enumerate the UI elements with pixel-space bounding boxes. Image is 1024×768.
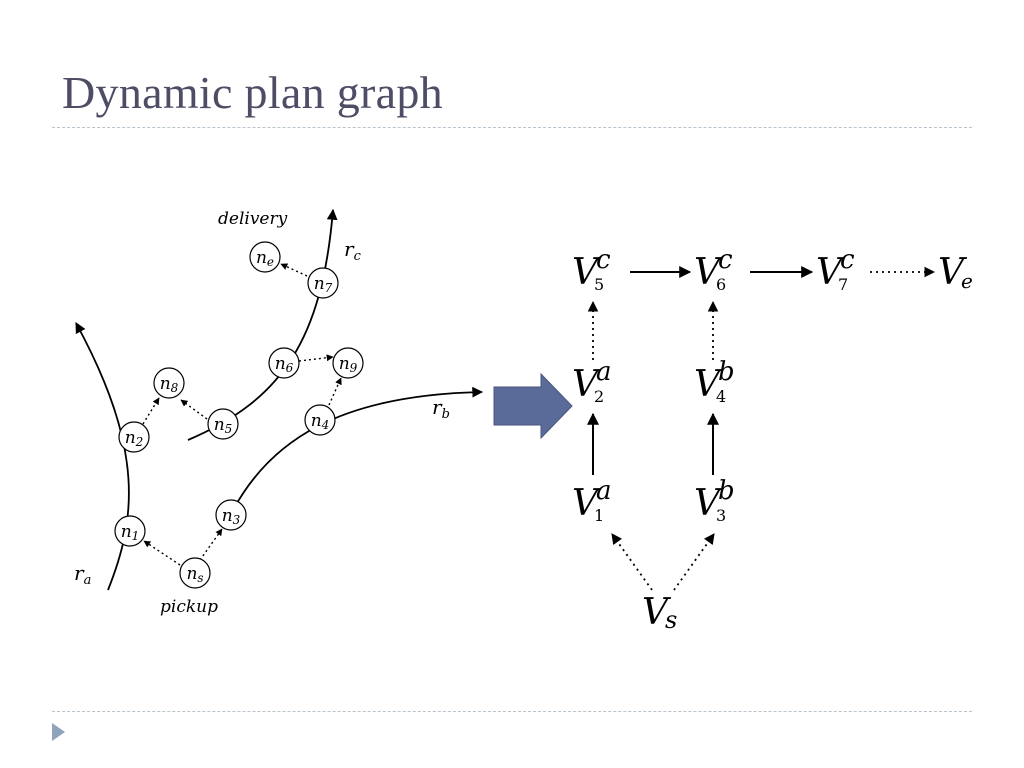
left-nodes (114, 241, 364, 589)
node-n8-circle (153, 367, 185, 399)
node-n8: n8 (160, 374, 179, 395)
node-n7-circle (307, 267, 339, 299)
node-n4-circle (304, 404, 336, 436)
node-ne: ne (256, 248, 274, 269)
node-n1-circle (114, 515, 146, 547)
node-n3-circle (215, 499, 247, 531)
conn-n5-n8 (180, 399, 208, 420)
route-a-label: ra (74, 561, 91, 588)
left-node-labels: ne n7 n6 n9 n8 n5 n4 n2 n3 n1 ns (121, 248, 358, 585)
node-n6: n6 (275, 354, 294, 375)
pickup-label: pickup (160, 597, 218, 617)
route-b-label: rb (432, 395, 450, 422)
conn-ns-n3 (199, 528, 223, 561)
node-ns: ns (186, 564, 203, 585)
node-n3: n3 (222, 506, 241, 527)
conn-n4-n9 (328, 377, 342, 406)
conn-n6-n9 (298, 354, 334, 362)
edge-vs-v3 (673, 533, 715, 591)
node-n2-circle (118, 421, 150, 453)
delivery-label: delivery (218, 209, 288, 229)
title-divider (52, 127, 972, 128)
node-n5: n5 (214, 415, 233, 436)
page-title: Dynamic plan graph (62, 67, 443, 118)
edge-vs-v1 (611, 533, 653, 591)
node-ns-circle (179, 557, 211, 589)
conn-n7-ne (280, 263, 308, 277)
conn-n2-n8 (142, 397, 160, 425)
node-ne-circle (249, 241, 281, 273)
right-solid-edges (587, 266, 814, 475)
node-vs: Vs (642, 592, 677, 634)
route-a-curve (75, 322, 130, 591)
route-c-label: rc (344, 237, 362, 264)
node-n6-circle (268, 347, 300, 379)
node-n5-circle (207, 408, 239, 440)
node-n7: n7 (314, 274, 333, 295)
left-route-labels: delivery pickup rc rb ra (74, 209, 450, 617)
node-ve: Ve (938, 252, 973, 293)
node-n2: n2 (125, 428, 144, 449)
slide-bullet-icon (52, 723, 65, 741)
footer-divider (52, 711, 972, 712)
transform-arrow (493, 372, 573, 440)
node-n4: n4 (311, 411, 330, 432)
node-n1: n1 (121, 522, 140, 543)
node-n9: n9 (339, 354, 358, 375)
right-dotted-edges (587, 266, 936, 591)
dotted-connections (142, 263, 342, 566)
conn-ns-n1 (143, 540, 181, 566)
node-n9-circle (332, 347, 364, 379)
